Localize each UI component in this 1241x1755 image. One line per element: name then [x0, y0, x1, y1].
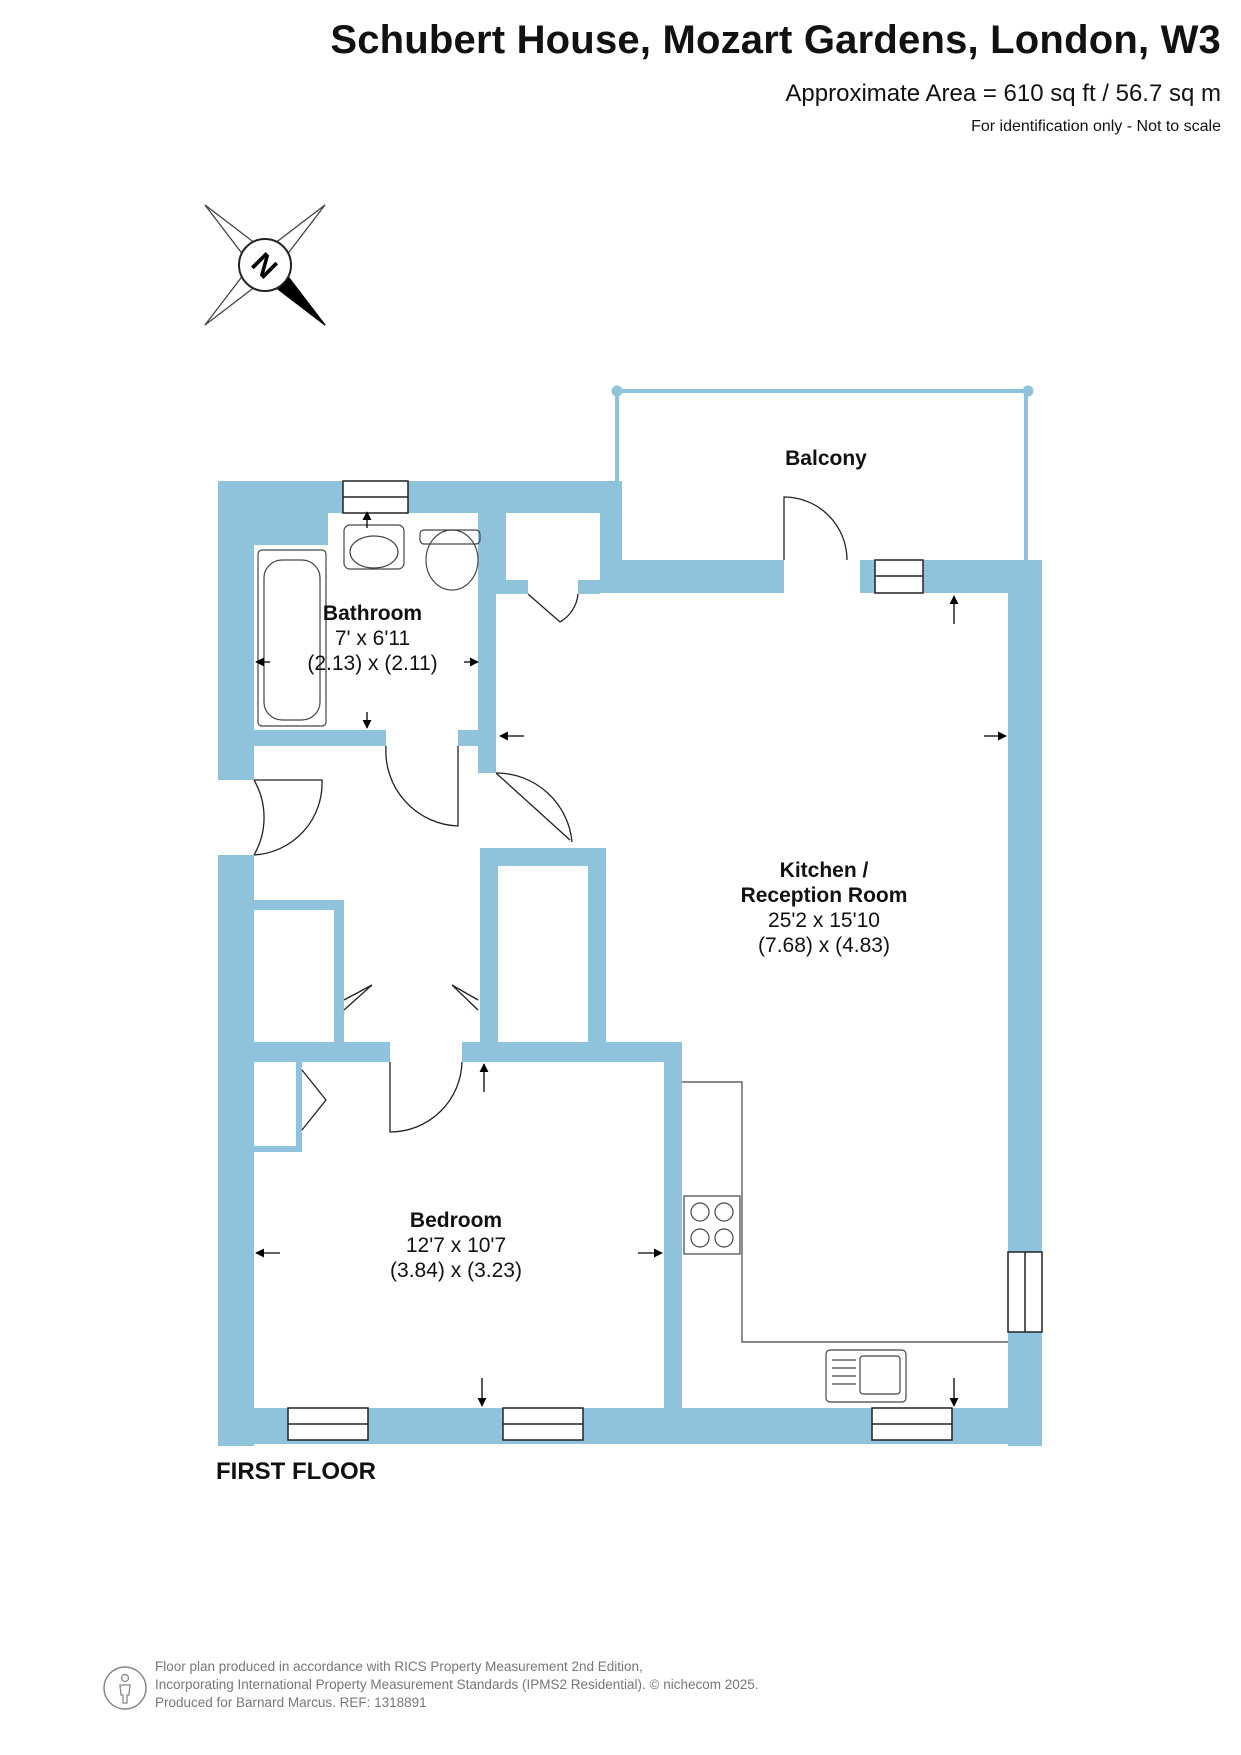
footer-line-3: Produced for Barnard Marcus. REF: 131889… — [155, 1695, 427, 1710]
kitchen-metric: (7.68) x (4.83) — [758, 934, 890, 957]
kitchen-name-line1: Kitchen / — [779, 859, 869, 882]
footer-line-1: Floor plan produced in accordance with R… — [155, 1659, 643, 1674]
footer-line-2: Incorporating International Property Mea… — [155, 1677, 759, 1692]
bathroom-metric: (2.13) x (2.11) — [307, 652, 438, 675]
door-swings — [253, 496, 848, 1133]
person-icon — [103, 1666, 147, 1710]
dimension-arrows — [255, 511, 1007, 1407]
floor-label: FIRST FLOOR — [216, 1458, 376, 1485]
property-title: Schubert House, Mozart Gardens, London, … — [330, 18, 1221, 62]
kitchen-fixtures — [682, 1081, 1008, 1403]
windows — [287, 480, 1043, 1441]
compass-icon: N — [204, 204, 326, 326]
balcony-name: Balcony — [785, 447, 867, 470]
footer-text: Floor plan produced in accordance with R… — [155, 1658, 759, 1712]
bedroom-metric: (3.84) x (3.23) — [390, 1259, 522, 1282]
room-label-balcony: Balcony — [766, 446, 886, 471]
kitchen-imperial: 25'2 x 15'10 — [768, 909, 880, 932]
room-label-bedroom: Bedroom 12'7 x 10'7 (3.84) x (3.23) — [366, 1208, 546, 1283]
bathroom-name: Bathroom — [322, 602, 423, 625]
bathroom-fixtures — [257, 524, 481, 727]
bedroom-imperial: 12'7 x 10'7 — [405, 1234, 507, 1257]
kitchen-name-line2: Reception Room — [740, 884, 908, 907]
balcony-outline — [611, 385, 1034, 560]
room-label-bathroom: Bathroom 7' x 6'11 (2.13) x (2.11) — [285, 601, 460, 676]
bedroom-name: Bedroom — [409, 1209, 503, 1232]
bathroom-imperial: 7' x 6'11 — [334, 627, 411, 650]
scale-note: For identification only - Not to scale — [971, 118, 1221, 135]
approximate-area: Approximate Area = 610 sq ft / 56.7 sq m — [785, 80, 1221, 107]
room-label-kitchen: Kitchen / Reception Room 25'2 x 15'10 (7… — [704, 858, 944, 958]
